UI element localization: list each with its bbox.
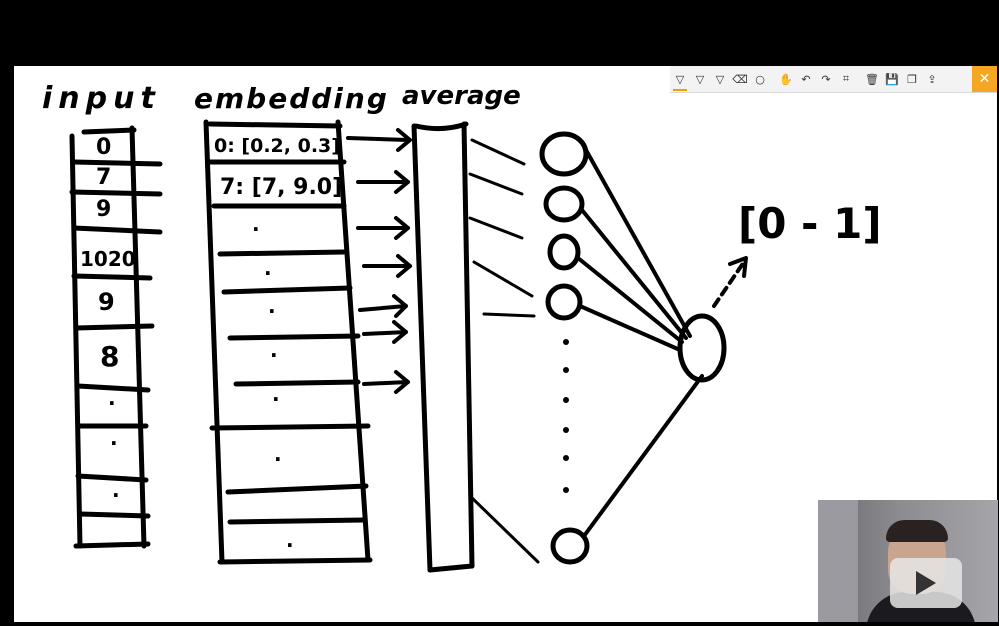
whiteboard-canvas[interactable]: input embedding average 0 7 9 1020 9 8 <box>14 66 997 622</box>
undo-icon[interactable]: ↶ <box>801 72 811 86</box>
average-label: average <box>402 81 521 111</box>
handwritten-diagram: input embedding average 0 7 9 1020 9 8 <box>42 81 882 573</box>
ink-toolbar: ▽ ▽ ▽ ⌫ ○ ✋ ↶ ↷ ⌗ 🗑 💾 ❐ ⇪ ✕ <box>670 66 997 93</box>
embedding-row-1: 7: [7, 9.0] <box>220 175 342 200</box>
play-icon <box>916 571 936 595</box>
background-door <box>818 500 860 622</box>
embedding-row-7: · <box>274 447 282 471</box>
presenter-hair <box>886 520 948 542</box>
toolbar-spacer <box>942 66 972 92</box>
shape-icon[interactable]: ○ <box>755 72 765 86</box>
input-value-6: · <box>108 391 116 415</box>
embedding-row-8: · <box>286 533 294 557</box>
play-button[interactable] <box>890 558 962 608</box>
embedding-row-0: 0: [0.2, 0.3] <box>214 135 340 157</box>
output-neuron <box>677 313 727 383</box>
input-value-2: 9 <box>96 197 111 222</box>
embedding-label: embedding <box>194 82 389 115</box>
embedding-row-3: · <box>264 261 272 285</box>
input-value-8: · <box>112 483 120 507</box>
ballpoint-pen-icon[interactable]: ▽ <box>670 66 690 92</box>
input-values: 0 7 9 1020 9 8 · · · <box>80 135 136 507</box>
save-icon[interactable]: 💾 <box>885 72 899 86</box>
input-label: input <box>42 81 161 116</box>
touch-writing-icon[interactable]: ✋ <box>779 72 793 86</box>
highlighter-icon[interactable]: ▽ <box>715 72 725 86</box>
average-column <box>411 121 475 573</box>
redo-icon[interactable]: ↷ <box>821 72 831 86</box>
input-value-7: · <box>110 431 118 455</box>
embedding-row-5: · <box>270 343 278 367</box>
embedding-to-average-arrows <box>346 128 412 394</box>
close-button[interactable]: ✕ <box>972 66 997 92</box>
copy-icon[interactable]: ❐ <box>907 72 917 86</box>
input-value-0: 0 <box>96 135 111 160</box>
share-icon[interactable]: ⇪ <box>927 72 937 86</box>
embedding-column <box>203 119 373 565</box>
neuron-dots <box>563 339 569 493</box>
embedding-values: 0: [0.2, 0.3] 7: [7, 9.0] · · · · · · · <box>214 135 342 557</box>
input-value-5: 8 <box>100 340 119 373</box>
input-column <box>69 125 163 549</box>
embedding-row-4: · <box>268 299 276 323</box>
output-arrow <box>712 256 748 308</box>
pencil-icon[interactable]: ▽ <box>695 72 705 86</box>
input-value-3: 1020 <box>80 247 136 271</box>
eraser-icon[interactable]: ⌫ <box>732 72 748 86</box>
neuron-to-output-lines <box>576 148 704 538</box>
delete-icon[interactable]: 🗑 <box>865 72 879 86</box>
input-value-1: 7 <box>96 165 111 190</box>
embedding-row-2: · <box>252 217 260 241</box>
hidden-neurons <box>539 131 590 565</box>
webcam-overlay <box>818 500 998 622</box>
crop-icon[interactable]: ⌗ <box>842 72 850 85</box>
average-to-neuron-lines <box>468 138 540 564</box>
embedding-row-6: · <box>272 387 280 411</box>
output-range-label: [0 - 1] <box>738 199 882 248</box>
input-value-4: 9 <box>98 288 115 316</box>
